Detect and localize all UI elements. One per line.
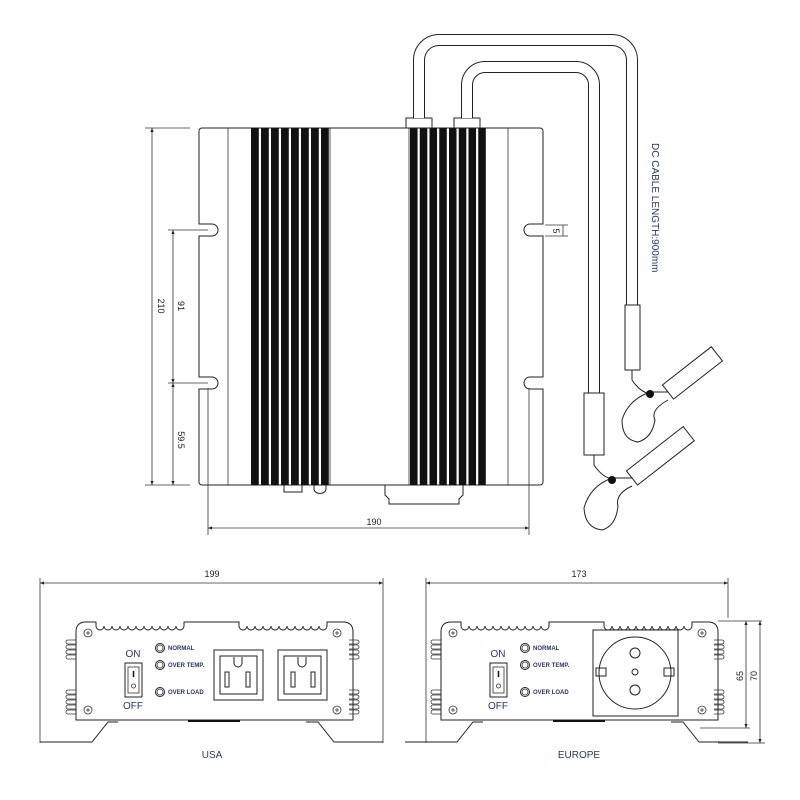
dim-height-inner: 65 [735,671,745,681]
cable-length-label: DC CABLE LENGTH:900mm [649,143,660,272]
us-outlet [213,649,264,701]
cable-sleeve [583,392,605,456]
outlet-housing [384,485,464,505]
fin [468,128,477,485]
mounting-foot [405,721,483,743]
power-switch[interactable] [489,662,508,698]
heatsink-fins-left [251,128,329,485]
front-view-usa: 199 ON OFF NORMAL OVER TEMP. OVER LOAD U… [39,569,384,761]
dim-height-outer: 70 [749,671,759,681]
fin [301,128,309,485]
fin [449,128,457,485]
schuko-outlet [592,629,679,717]
body-outline [198,127,544,486]
dc-cables [413,34,651,480]
led-label-normal: NORMAL [168,646,195,652]
dim-length: 210 [156,298,166,313]
screw-icon [83,628,93,638]
dim-hole-offset: 59.5 [176,431,186,449]
terminal [313,485,327,494]
screw-icon [332,705,342,715]
case-outline [440,621,719,721]
heatsink-fins-right [410,128,486,485]
led-label-over-load: OVER LOAD [533,690,569,696]
dim-slot: 5 [551,228,561,233]
power-switch[interactable] [124,662,143,698]
dimension-lines [145,127,568,535]
alligator-clamp-2 [583,425,695,531]
dim-hole-spacing: 91 [176,301,186,311]
led-label-over-temp: OVER TEMP. [168,663,205,669]
fin [429,128,438,485]
cable-gland [405,117,433,129]
fin [311,128,319,485]
screw-icon [83,705,93,715]
fin [281,128,289,485]
led-indicator [155,660,165,670]
led-label-over-temp: OVER TEMP. [533,663,570,669]
fin [478,128,486,485]
fin [271,128,279,485]
fin [321,128,329,485]
dim-width: 190 [366,517,381,527]
mounting-foot [40,721,118,743]
screw-icon [448,705,458,715]
case-outline [75,621,354,721]
switch-off-label: OFF [488,701,508,712]
screw-icon [697,628,707,638]
mounting-foot [306,721,383,743]
led-indicator [520,643,530,653]
fin [410,128,418,485]
cable-gland [453,117,481,129]
mounting-foot [671,721,748,743]
fin [261,128,269,485]
screw-icon [697,705,707,715]
screw-icon [448,628,458,638]
top-view: 210 91 59.5 190 5 DC CABLE LENGTH:900mm [145,34,724,535]
dim-width-europe: 173 [571,569,586,579]
cable-sleeve [624,304,641,371]
led-indicator [155,643,165,653]
fin [419,128,428,485]
fin [439,128,447,485]
led-indicator [520,660,530,670]
fin [291,128,299,485]
front-view-europe: 173 65 70 ON OFF NORMAL OVER TEMP. OVER … [405,569,765,761]
fin [458,128,467,485]
dim-width-usa: 199 [204,569,219,579]
led-indicator [155,687,165,697]
led-label-over-load: OVER LOAD [168,690,204,696]
switch-on-label: ON [126,649,141,660]
switch-off-label: OFF [123,701,143,712]
caption-europe: EUROPE [558,750,601,761]
led-label-normal: NORMAL [533,646,560,652]
led-indicator [520,687,530,697]
switch-on-label: ON [491,649,506,660]
us-outlet [277,649,328,701]
screw-icon [332,628,342,638]
terminal [283,484,303,493]
alligator-clamp-1 [621,346,724,443]
fin [251,128,259,485]
caption-usa: USA [202,750,223,761]
